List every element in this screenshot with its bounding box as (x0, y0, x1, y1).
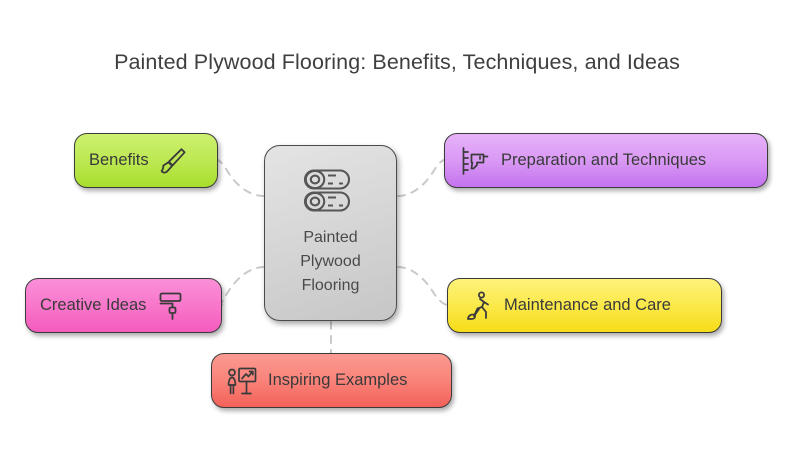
branch-node-maintenance[interactable]: Maintenance and Care (447, 278, 722, 333)
edge-center-creative (220, 266, 265, 306)
branch-node-preparation[interactable]: Preparation and Techniques (444, 133, 768, 188)
page-title: Painted Plywood Flooring: Benefits, Tech… (114, 50, 680, 74)
presentation-person-icon (226, 365, 258, 397)
branch-label-benefits: Benefits (89, 151, 149, 169)
branch-node-inspiring-examples[interactable]: Inspiring Examples (211, 353, 452, 408)
branch-node-creative-ideas[interactable]: Creative Ideas (25, 278, 222, 333)
branch-label-creative-ideas: Creative Ideas (40, 296, 147, 314)
paint-roller-icon (155, 290, 185, 322)
edge-center-maintenance (397, 266, 448, 306)
branch-label-inspiring-examples: Inspiring Examples (268, 371, 408, 389)
edge-center-benefits (217, 159, 265, 197)
center-label-line-2: Plywood (300, 253, 361, 270)
person-mopping-icon (462, 290, 494, 322)
paintbrush-icon (158, 146, 188, 176)
edge-center-preparation (397, 159, 445, 197)
branch-label-preparation: Preparation and Techniques (501, 151, 707, 169)
center-node-painted-plywood-flooring[interactable]: Painted Plywood Flooring (264, 145, 397, 321)
branch-node-benefits[interactable]: Benefits (74, 133, 218, 188)
center-label-line-1: Painted (303, 229, 358, 246)
drill-icon (459, 145, 491, 177)
plywood-planks-icon (302, 168, 360, 214)
center-label-line-3: Flooring (301, 277, 360, 294)
branch-label-maintenance: Maintenance and Care (504, 296, 671, 314)
center-node-label: Painted Plywood Flooring (300, 226, 360, 298)
